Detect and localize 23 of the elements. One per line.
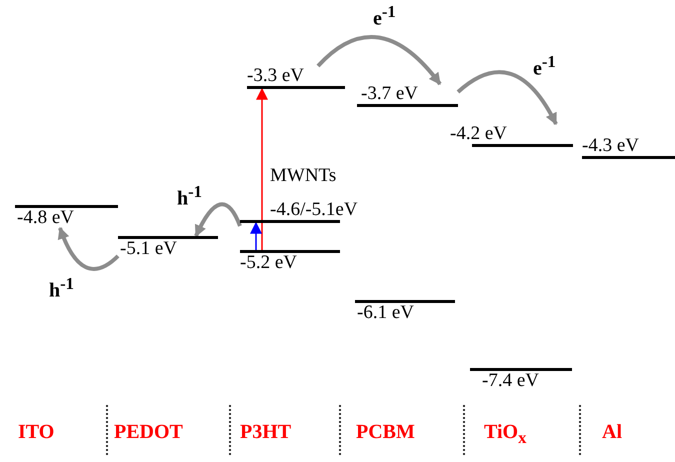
layer-label: TiO$_{x}$ <box>484 420 526 449</box>
layer-label: PCBM <box>356 420 415 444</box>
arrow <box>250 222 262 250</box>
energy-value: -5.2 eV <box>240 253 297 273</box>
energy-value: -4.8 eV <box>17 208 74 228</box>
layer-label: ITO <box>18 420 54 444</box>
energy-value: -3.7 eV <box>361 84 418 104</box>
layer-label: Al <box>602 420 622 444</box>
layer-label: PEDOT <box>114 420 183 444</box>
curved-arrow <box>58 226 120 271</box>
energy-value: -5.1 eV <box>120 239 177 259</box>
energy-value: -7.4 eV <box>482 371 539 391</box>
arrow <box>256 88 268 250</box>
curved-arrow <box>456 70 558 126</box>
layer-label: P3HT <box>240 420 292 444</box>
energy-value: -6.1 eV <box>357 303 414 323</box>
energy-value: -4.3 eV <box>582 136 639 156</box>
energy-value: -4.6/-5.1eV <box>270 200 358 220</box>
energy-value: MWNTs <box>270 166 336 186</box>
energy-value: -4.2 eV <box>450 124 507 144</box>
curved-arrow <box>316 35 442 86</box>
curved-arrow <box>194 202 242 238</box>
energy-value: -3.3 eV <box>247 66 304 86</box>
